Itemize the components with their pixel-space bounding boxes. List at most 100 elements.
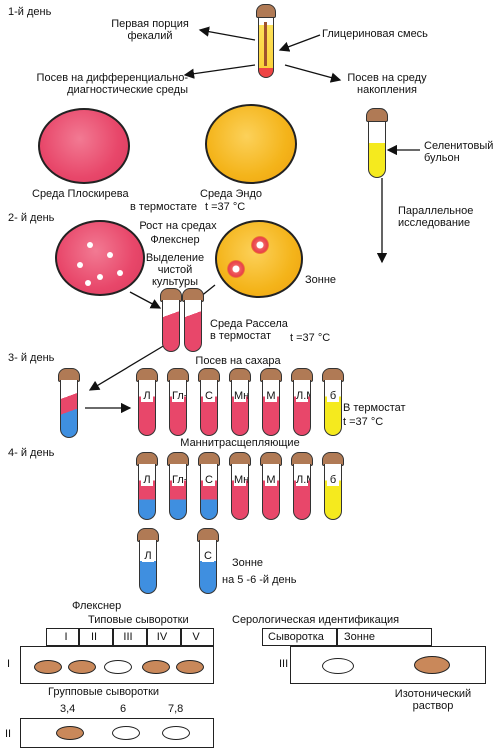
day4-label: 4- й день: [8, 447, 55, 459]
sample-tube: [258, 16, 274, 78]
serology-row-2: [20, 718, 214, 748]
sonne-plate: [215, 220, 303, 298]
seeding-diff-label: Посев на дифференциально- диагностически…: [36, 72, 188, 96]
roman-cell-2: III: [123, 631, 133, 643]
day3-tube-label-5: Л.М.: [296, 390, 310, 402]
flexner-label: Флекснер: [150, 234, 200, 246]
roman-cell-3: IV: [156, 631, 168, 643]
day3-tube-1: Гл+: [169, 380, 187, 436]
sonne-bottom-label: Зонне: [232, 557, 264, 569]
day4-tube-label-3: Мн: [234, 474, 249, 486]
serology-flexner-label: Флекснер: [72, 600, 122, 612]
isolation-label: Выделение чистой культуры: [145, 252, 205, 288]
glycerol-label: Глицериновая смесь: [322, 28, 428, 40]
endo-plate: [205, 104, 297, 184]
serology-identification-label: Серологическая идентификация: [232, 614, 400, 626]
typical-sera-label: Типовые сыворотки: [88, 614, 189, 626]
isotonic-label: Изотонический раствор: [394, 688, 472, 712]
day4-tube-6: б: [324, 464, 342, 520]
roman-cell-4: V: [192, 631, 200, 643]
russell-label: Среда Рассела в термостат: [210, 318, 288, 342]
day3-tube-label-2: С: [203, 390, 215, 402]
roman-sep-3: [146, 628, 148, 646]
day3-tube-label-0: Л: [141, 390, 153, 402]
day3-label: 3- й день: [8, 352, 55, 364]
row2-oval-1: [56, 726, 84, 740]
day4-tube-0: Л: [138, 464, 156, 520]
day3-tube: [60, 380, 78, 438]
russell-tube-2: [184, 300, 202, 352]
day4-tube-label-0: Л: [141, 474, 153, 486]
day3-tube-5: Л.М.: [293, 380, 311, 436]
day4-tube-label-6: б: [327, 474, 339, 486]
day3-tube-4: М: [262, 380, 280, 436]
roman-sep-2: [112, 628, 114, 646]
day4-tube-2: С: [200, 464, 218, 520]
sonne-serum-label: Зонне: [344, 631, 376, 643]
serology-row-1: [20, 646, 214, 684]
seeding-enrich-label: Посев на среду накопления: [347, 72, 427, 96]
day3-tube-label-3: Мн: [234, 390, 249, 402]
roman-cell-0: I: [64, 631, 68, 643]
ploskirev-label: Среда Плоскирева: [32, 188, 129, 200]
endo-label: Среда Эндо: [200, 188, 263, 200]
ploskirev-plate: [38, 108, 130, 184]
bottom-tube-c: С: [199, 540, 217, 594]
bottom-tube-l: Л: [139, 540, 157, 594]
day3-tube-label-6: б: [327, 390, 339, 402]
day3-tube-3: Мн: [231, 380, 249, 436]
temp2-label: t =37 °C: [290, 332, 331, 344]
day4-tube-label-2: С: [203, 474, 215, 486]
roman-sep-1: [78, 628, 80, 646]
day3-tube-0: Л: [138, 380, 156, 436]
row3-oval-1: [322, 658, 354, 674]
row1-oval-3: [104, 660, 132, 674]
roman-sep-4: [180, 628, 182, 646]
row1-oval-1: [34, 660, 62, 674]
day4-tube-label-1: Гл+: [172, 474, 186, 486]
day2-label: 2- й день: [8, 212, 55, 224]
temp1-label: t =37 °C: [205, 201, 246, 213]
day4-tube-1: Гл+: [169, 464, 187, 520]
day3-tube-6: б: [324, 380, 342, 436]
sample-tube-cap: [256, 4, 276, 18]
row3-label: III: [279, 658, 289, 670]
roman-cell-1: II: [90, 631, 98, 643]
serology-row-3-header: [262, 628, 432, 646]
sonne-label-day2: Зонне: [305, 274, 337, 286]
day1-label: 1-й день: [8, 6, 52, 18]
group-num-3: 7,8: [168, 703, 184, 715]
russell-tube-1: [162, 300, 180, 352]
row1-oval-5: [176, 660, 204, 674]
row2-oval-3: [162, 726, 190, 740]
day3-tube-label-1: Гл+: [172, 390, 186, 402]
row1-oval-2: [68, 660, 96, 674]
group-num-2: 6: [120, 703, 127, 715]
sonne-days-label: на 5 -6 -й день: [222, 574, 297, 586]
row3-oval-2: [414, 656, 450, 674]
thermostat-label: в термостате: [130, 201, 198, 213]
parallel-label: Параллельное исследование: [398, 205, 474, 229]
day4-tube-label-4: М: [265, 474, 277, 486]
day4-tube-label-5: Л.М: [296, 474, 310, 486]
day4-tube-3: Мн: [231, 464, 249, 520]
first-portion-label: Первая порция фекалий: [111, 18, 189, 42]
row1-label: I: [7, 658, 11, 670]
serology-row-3: [290, 646, 486, 684]
row1-oval-4: [142, 660, 170, 674]
day3-tube-2: С: [200, 380, 218, 436]
row2-oval-2: [112, 726, 140, 740]
serum-label: Сыворотка: [268, 631, 324, 643]
temp3-label: t =37 °C: [343, 416, 384, 428]
day4-tube-4: М: [262, 464, 280, 520]
selenite-cap: [366, 108, 388, 122]
selenite-label: Селенитовый бульон: [424, 140, 494, 164]
row2-label: II: [5, 728, 12, 740]
mannitol-label: Маннитрасщепляющие: [180, 437, 300, 449]
selenite-tube: [368, 120, 386, 178]
flexner-plate: [55, 220, 145, 296]
day3-tube-label-4: М: [265, 390, 277, 402]
growth-label: Рост на средах: [139, 220, 217, 232]
sugars-label: Посев на сахара: [195, 355, 281, 367]
